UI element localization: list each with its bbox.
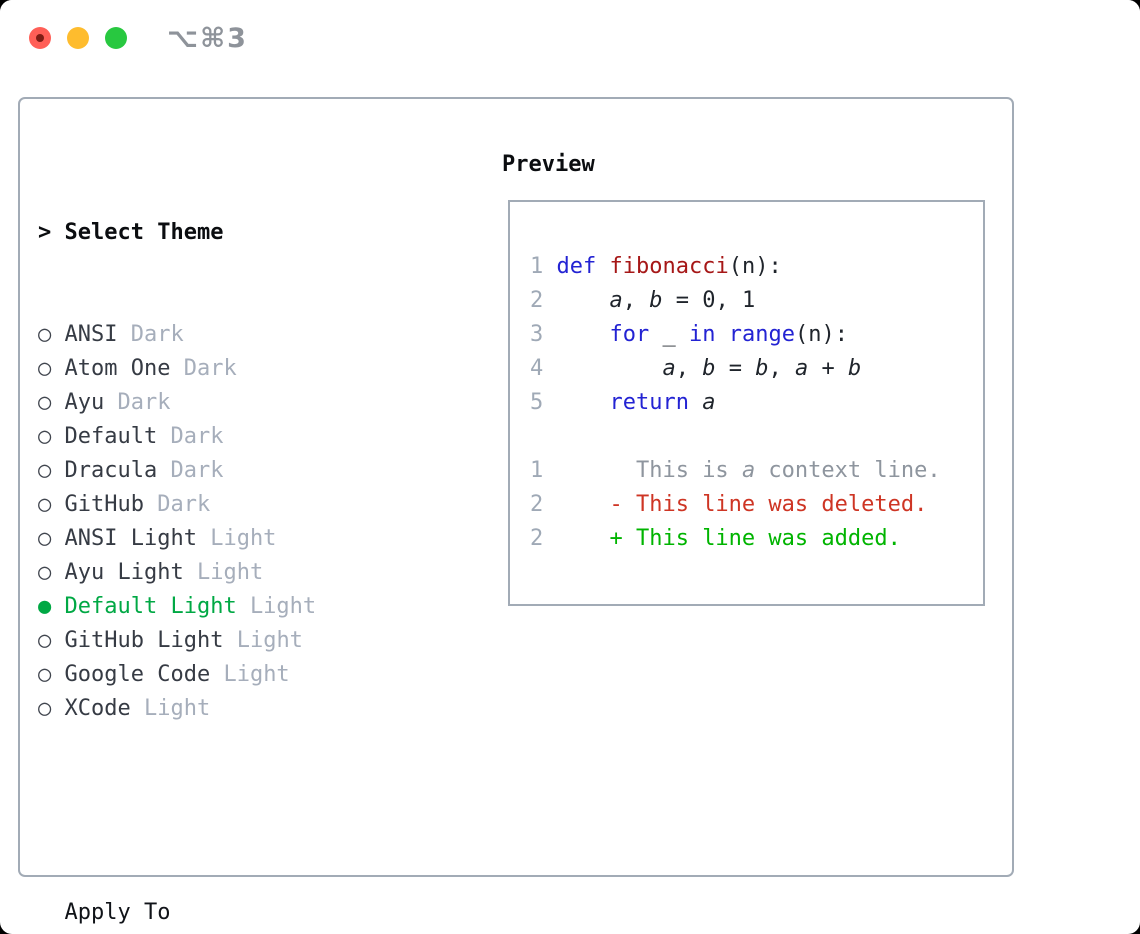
theme-option-xcode-light[interactable]: ○ XCode Light xyxy=(38,692,409,726)
titlebar: ⌥⌘3 xyxy=(0,0,1140,76)
radio-unselected-icon: ○ xyxy=(38,390,52,415)
preview-box: 1 def fibonacci(n): 2 a, b = 0, 1 3 for _ … xyxy=(508,200,985,606)
theme-list-header: > Select Theme xyxy=(38,216,409,250)
blank-line xyxy=(530,420,983,454)
zoom-button[interactable] xyxy=(105,27,127,49)
window-title: ⌥⌘3 xyxy=(167,23,248,54)
theme-option-ansi-dark[interactable]: ○ ANSI Dark xyxy=(38,318,409,352)
code-line: 5 return a xyxy=(530,390,716,415)
theme-label: ANSI Light xyxy=(64,526,197,551)
theme-variant-tag: Light xyxy=(196,560,264,585)
theme-label: Default xyxy=(64,424,158,449)
theme-option-github-dark[interactable]: ○ GitHub Dark xyxy=(38,488,409,522)
left-column: > Select Theme ○ ANSI Dark○ Atom One Dar… xyxy=(38,148,409,934)
theme-variant-tag: Light xyxy=(236,628,303,653)
theme-option-dracula-dark[interactable]: ○ Dracula Dark xyxy=(38,454,409,488)
theme-label: ANSI xyxy=(64,322,118,347)
code-line: 1 def fibonacci(n): xyxy=(530,254,782,279)
theme-label: XCode xyxy=(64,696,131,721)
theme-option-ansi-light-light[interactable]: ○ ANSI Light Light xyxy=(38,522,409,556)
theme-option-ayu-light-light[interactable]: ○ Ayu Light Light xyxy=(38,556,409,590)
theme-label: Ayu Light xyxy=(64,560,184,585)
line-number: 3 xyxy=(530,322,544,347)
radio-unselected-icon: ○ xyxy=(38,696,52,721)
theme-option-google-code-light[interactable]: ○ Google Code Light xyxy=(38,658,409,692)
theme-option-default-light-light[interactable]: ● Default Light Light xyxy=(38,590,409,624)
radio-unselected-icon: ○ xyxy=(38,458,52,483)
theme-option-atom-one-dark[interactable]: ○ Atom One Dark xyxy=(38,352,409,386)
theme-variant-tag: Dark xyxy=(183,356,237,381)
line-number: 2 xyxy=(530,526,544,551)
diff-line: 2 + This line was added. xyxy=(530,526,901,551)
theme-variant-tag: Dark xyxy=(117,390,171,415)
theme-label: Google Code xyxy=(64,662,211,687)
line-number: 1 xyxy=(530,458,544,483)
line-number: 4 xyxy=(530,356,544,381)
focus-cursor-icon: > xyxy=(38,220,52,245)
preview-title: Preview xyxy=(502,152,595,177)
theme-option-ayu-dark[interactable]: ○ Ayu Dark xyxy=(38,386,409,420)
line-number: 1 xyxy=(530,254,544,279)
theme-label: Default Light xyxy=(64,594,237,619)
line-number: 2 xyxy=(530,492,544,517)
code-line: 3 for _ in range(n): xyxy=(530,322,848,347)
diff-line: 2 - This line was deleted. xyxy=(530,492,928,517)
diff-line: 1 This is a context line. xyxy=(530,458,941,483)
theme-label: Atom One xyxy=(64,356,171,381)
apply-to-title: Apply To xyxy=(64,900,171,925)
line-number: 2 xyxy=(530,288,544,313)
code-line: 4 a, b = b, a + b xyxy=(530,356,862,381)
theme-variant-tag: Light xyxy=(223,662,290,687)
radio-unselected-icon: ○ xyxy=(38,560,52,585)
radio-unselected-icon: ○ xyxy=(38,526,52,551)
theme-variant-tag: Light xyxy=(143,696,211,721)
radio-unselected-icon: ○ xyxy=(38,322,52,347)
radio-selected-icon: ● xyxy=(38,594,52,619)
theme-variant-tag: Dark xyxy=(170,458,224,483)
theme-option-github-light-light[interactable]: ○ GitHub Light Light xyxy=(38,624,409,658)
theme-label: Dracula xyxy=(64,458,158,483)
close-button[interactable] xyxy=(29,27,51,49)
theme-variant-tag: Dark xyxy=(130,322,184,347)
spacer xyxy=(38,794,409,828)
radio-unselected-icon: ○ xyxy=(38,492,52,517)
radio-unselected-icon: ○ xyxy=(38,662,52,687)
theme-label: GitHub xyxy=(64,492,144,517)
content-box: > Select Theme ○ ANSI Dark○ Atom One Dar… xyxy=(18,97,1014,925)
radio-unselected-icon: ○ xyxy=(38,424,52,449)
radio-unselected-icon: ○ xyxy=(38,356,52,381)
theme-label: Ayu xyxy=(64,390,105,415)
line-number: 5 xyxy=(530,390,544,415)
theme-list-title: Select Theme xyxy=(64,220,224,245)
theme-variant-tag: Light xyxy=(210,526,277,551)
preview-code: 1 def fibonacci(n): 2 a, b = 0, 1 3 for _ … xyxy=(510,202,983,556)
minimize-button[interactable] xyxy=(67,27,89,49)
theme-list: ○ ANSI Dark○ Atom One Dark○ Ayu Dark○ De… xyxy=(38,318,409,726)
theme-variant-tag: Light xyxy=(249,594,317,619)
radio-unselected-icon: ○ xyxy=(38,628,52,653)
theme-variant-tag: Dark xyxy=(157,492,211,517)
theme-label: GitHub Light xyxy=(64,628,224,653)
theme-option-default-dark[interactable]: ○ Default Dark xyxy=(38,420,409,454)
theme-variant-tag: Dark xyxy=(170,424,224,449)
code-line: 2 a, b = 0, 1 xyxy=(530,288,756,313)
